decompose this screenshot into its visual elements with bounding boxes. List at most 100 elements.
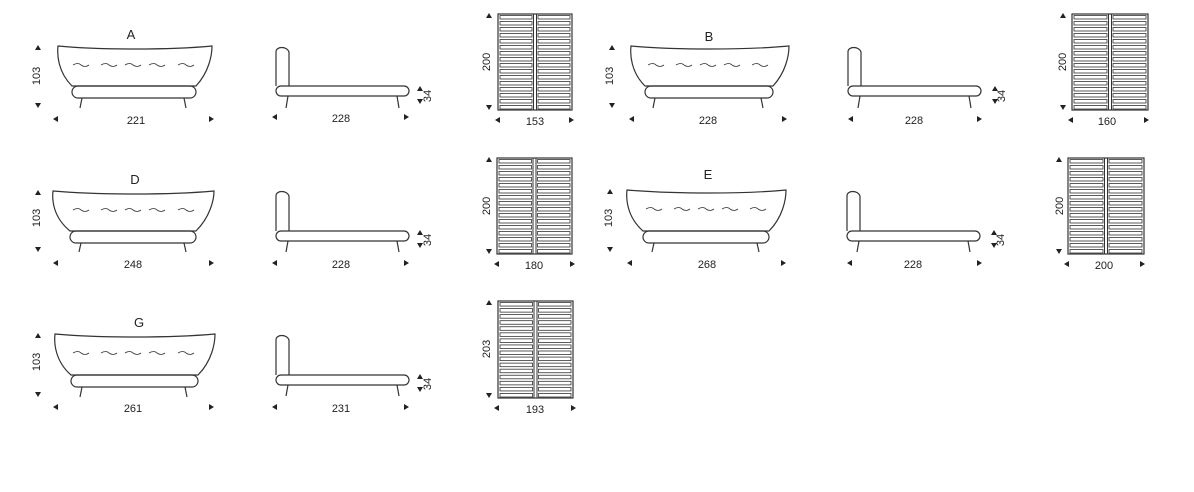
slat — [1073, 75, 1108, 80]
slat — [1112, 87, 1147, 92]
model-E: E 103 268 34 — [603, 157, 1145, 272]
slat — [499, 332, 533, 337]
slatted-base-icon — [1067, 157, 1145, 255]
slat — [498, 249, 532, 254]
slat — [538, 350, 572, 355]
slat — [537, 39, 571, 44]
slatted-base-icon — [1071, 13, 1149, 111]
slat — [499, 344, 533, 349]
model-label-D: D — [130, 172, 139, 187]
slat — [537, 213, 571, 218]
bed-side-icon — [275, 190, 290, 231]
slat — [1073, 99, 1108, 104]
slat — [499, 338, 533, 343]
slat — [1069, 219, 1104, 224]
slatted-base-icon — [497, 300, 574, 399]
slat — [1112, 57, 1147, 62]
height-label-A: 103 — [31, 67, 43, 85]
slat — [1069, 189, 1104, 194]
model-label-G: G — [134, 315, 144, 330]
slat — [537, 15, 571, 20]
height-label-G: 103 — [31, 353, 43, 371]
slat — [498, 237, 532, 242]
slat — [538, 308, 572, 313]
slat — [1069, 249, 1104, 254]
slat-width-label-E: 200 — [1095, 260, 1113, 272]
side-height-label-B: 34 — [996, 90, 1008, 102]
side-view-D: 34 228 — [272, 190, 434, 271]
slat — [1108, 195, 1143, 200]
slat — [499, 21, 533, 26]
slat — [538, 320, 572, 325]
slat — [1112, 69, 1147, 74]
slat — [498, 219, 532, 224]
side-view-B: 34 228 — [847, 46, 1008, 127]
side-view-E: 34 228 — [846, 190, 1007, 271]
side-length-label-B: 228 — [905, 115, 923, 127]
slat — [1108, 225, 1143, 230]
slat — [499, 81, 533, 86]
side-length-label-E: 228 — [904, 259, 922, 271]
slat — [499, 39, 533, 44]
slat — [499, 69, 533, 74]
slat — [537, 243, 571, 248]
slat-frame — [1071, 13, 1149, 111]
slat — [537, 81, 571, 86]
slat — [1108, 231, 1143, 236]
side-height-label-A: 34 — [422, 90, 434, 102]
slat-width-label-B: 160 — [1098, 116, 1116, 128]
slat-frame — [497, 13, 573, 111]
side-height-label-E: 34 — [995, 234, 1007, 246]
slat — [499, 45, 533, 50]
slat — [1073, 21, 1108, 26]
slat — [1069, 159, 1104, 164]
slat — [1108, 177, 1143, 182]
slat — [537, 171, 571, 176]
slat — [538, 393, 572, 398]
slat — [1112, 33, 1147, 38]
slat — [1108, 237, 1143, 242]
slat — [537, 237, 571, 242]
slat — [1069, 225, 1104, 230]
slat — [537, 183, 571, 188]
slat — [1108, 183, 1143, 188]
slat — [1108, 249, 1143, 254]
slat — [498, 183, 532, 188]
slat — [1108, 219, 1143, 224]
model-D: D 103 248 34 — [31, 157, 575, 272]
slat — [499, 320, 533, 325]
slat — [1073, 57, 1108, 62]
slat — [499, 380, 533, 386]
slat — [537, 27, 571, 32]
slat-base-G: 203 193 — [481, 300, 576, 416]
slat-width-label-G: 193 — [526, 404, 544, 416]
slat — [499, 15, 533, 20]
slat — [498, 177, 532, 182]
slat — [498, 207, 532, 212]
slat — [538, 302, 572, 307]
slat — [1073, 15, 1108, 20]
slat — [1069, 243, 1104, 248]
slat — [538, 386, 572, 392]
model-label-A: A — [127, 27, 136, 42]
slat — [538, 332, 572, 337]
height-label-B: 103 — [604, 67, 616, 85]
slat — [498, 225, 532, 230]
slat — [537, 57, 571, 62]
slat — [1108, 159, 1143, 164]
front-width-label-D: 248 — [124, 259, 142, 271]
slat — [1108, 207, 1143, 212]
side-length-label-A: 228 — [332, 113, 350, 125]
slat — [498, 231, 532, 236]
slat — [499, 93, 533, 98]
side-view-A: 34 228 — [272, 46, 434, 125]
slat — [537, 207, 571, 212]
slat — [498, 213, 532, 218]
side-length-label-D: 228 — [332, 259, 350, 271]
slat — [499, 302, 533, 307]
slat — [499, 57, 533, 62]
bed-front-icon — [57, 45, 213, 87]
slat — [499, 63, 533, 68]
slat — [537, 177, 571, 182]
slat — [1069, 207, 1104, 212]
